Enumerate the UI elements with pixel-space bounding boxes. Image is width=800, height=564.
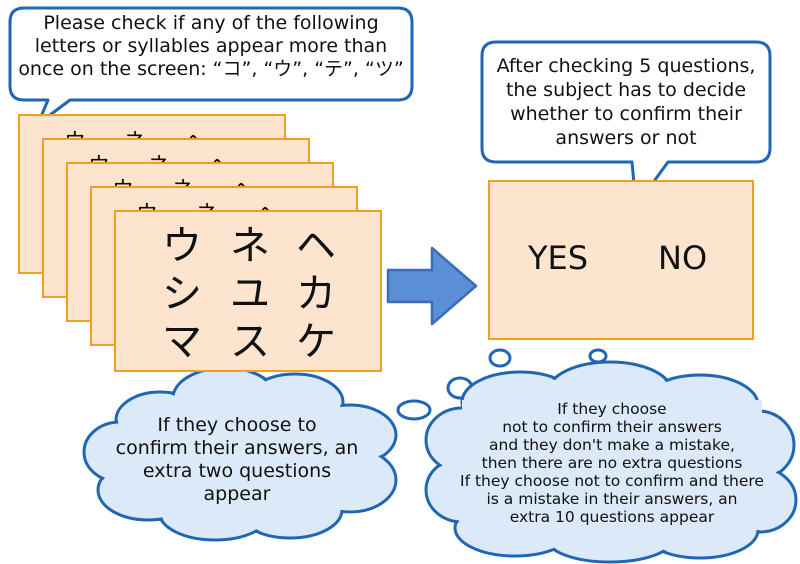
right-cloud-line: and they don't make a mistake, xyxy=(489,436,735,454)
decision-box: YES NO xyxy=(488,180,754,340)
kana-cell: ケ xyxy=(296,319,336,365)
thought-dot xyxy=(488,348,512,368)
no-option: NO xyxy=(658,239,708,277)
card-glyph-row-peek: ウネヘ xyxy=(112,172,292,186)
kana-cell: ヘ xyxy=(296,223,336,269)
top-speech-bubble xyxy=(8,6,414,126)
right-cloud-line: is a mistake in their answers, an xyxy=(486,490,738,508)
kana-cell: ユ xyxy=(230,271,270,317)
right-cloud-line: extra 10 questions appear xyxy=(509,508,715,526)
kana-cell: ネ xyxy=(230,223,270,269)
card-glyph-row-peek: ウネヘ xyxy=(88,148,268,162)
right-bubble-line: answers or not xyxy=(555,127,697,149)
right-cloud-line: then there are no extra questions xyxy=(481,454,743,472)
left-cloud-line: appear xyxy=(203,483,271,505)
top-bubble-line: Please check if any of the following xyxy=(43,12,379,34)
left-cloud-text: If they choose to confirm their answers,… xyxy=(112,414,362,506)
kana-cell: カ xyxy=(296,271,336,317)
yes-option: YES xyxy=(528,239,589,277)
top-bubble-line: letters or syllables appear more than xyxy=(34,35,388,57)
left-cloud-line: extra two questions xyxy=(142,460,332,482)
kana-cell: ウ xyxy=(162,223,202,269)
thought-dot xyxy=(396,399,432,421)
card-glyph-row-peek: ウネヘ xyxy=(136,196,316,210)
right-bubble-text: After checking 5 questions, the subject … xyxy=(484,54,768,150)
right-bubble-line: After checking 5 questions, xyxy=(496,55,756,77)
thought-dot xyxy=(588,348,608,364)
left-cloud-line: If they choose to xyxy=(157,414,317,436)
left-cloud-line: confirm their answers, an xyxy=(115,437,359,459)
top-bubble-line: once on the screen: “コ”, “ウ”, “テ”, “ツ” xyxy=(18,58,404,80)
right-arrow xyxy=(386,246,478,326)
right-cloud-line: If they choose xyxy=(557,400,667,418)
kana-cell: マ xyxy=(162,319,202,365)
kana-cell: シ xyxy=(162,271,202,317)
top-bubble-text: Please check if any of the following let… xyxy=(14,12,408,81)
right-bubble-line: the subject has to decide xyxy=(505,79,747,101)
left-cloud-shape xyxy=(82,366,398,542)
card-glyph-row-peek: ウネヘ xyxy=(64,124,244,138)
right-bubble-line: whether to confirm their xyxy=(510,103,742,125)
right-cloud-shape xyxy=(424,360,798,564)
question-card-front: ウ ネ ヘ シ ユ カ マ ス ケ xyxy=(114,210,382,372)
right-cloud-line: not to confirm their answers xyxy=(502,418,722,436)
right-cloud-line: If they choose not to confirm and there xyxy=(460,472,764,490)
right-cloud-text: If they choose not to confirm their answ… xyxy=(440,400,784,526)
kana-cell: ス xyxy=(230,319,270,365)
